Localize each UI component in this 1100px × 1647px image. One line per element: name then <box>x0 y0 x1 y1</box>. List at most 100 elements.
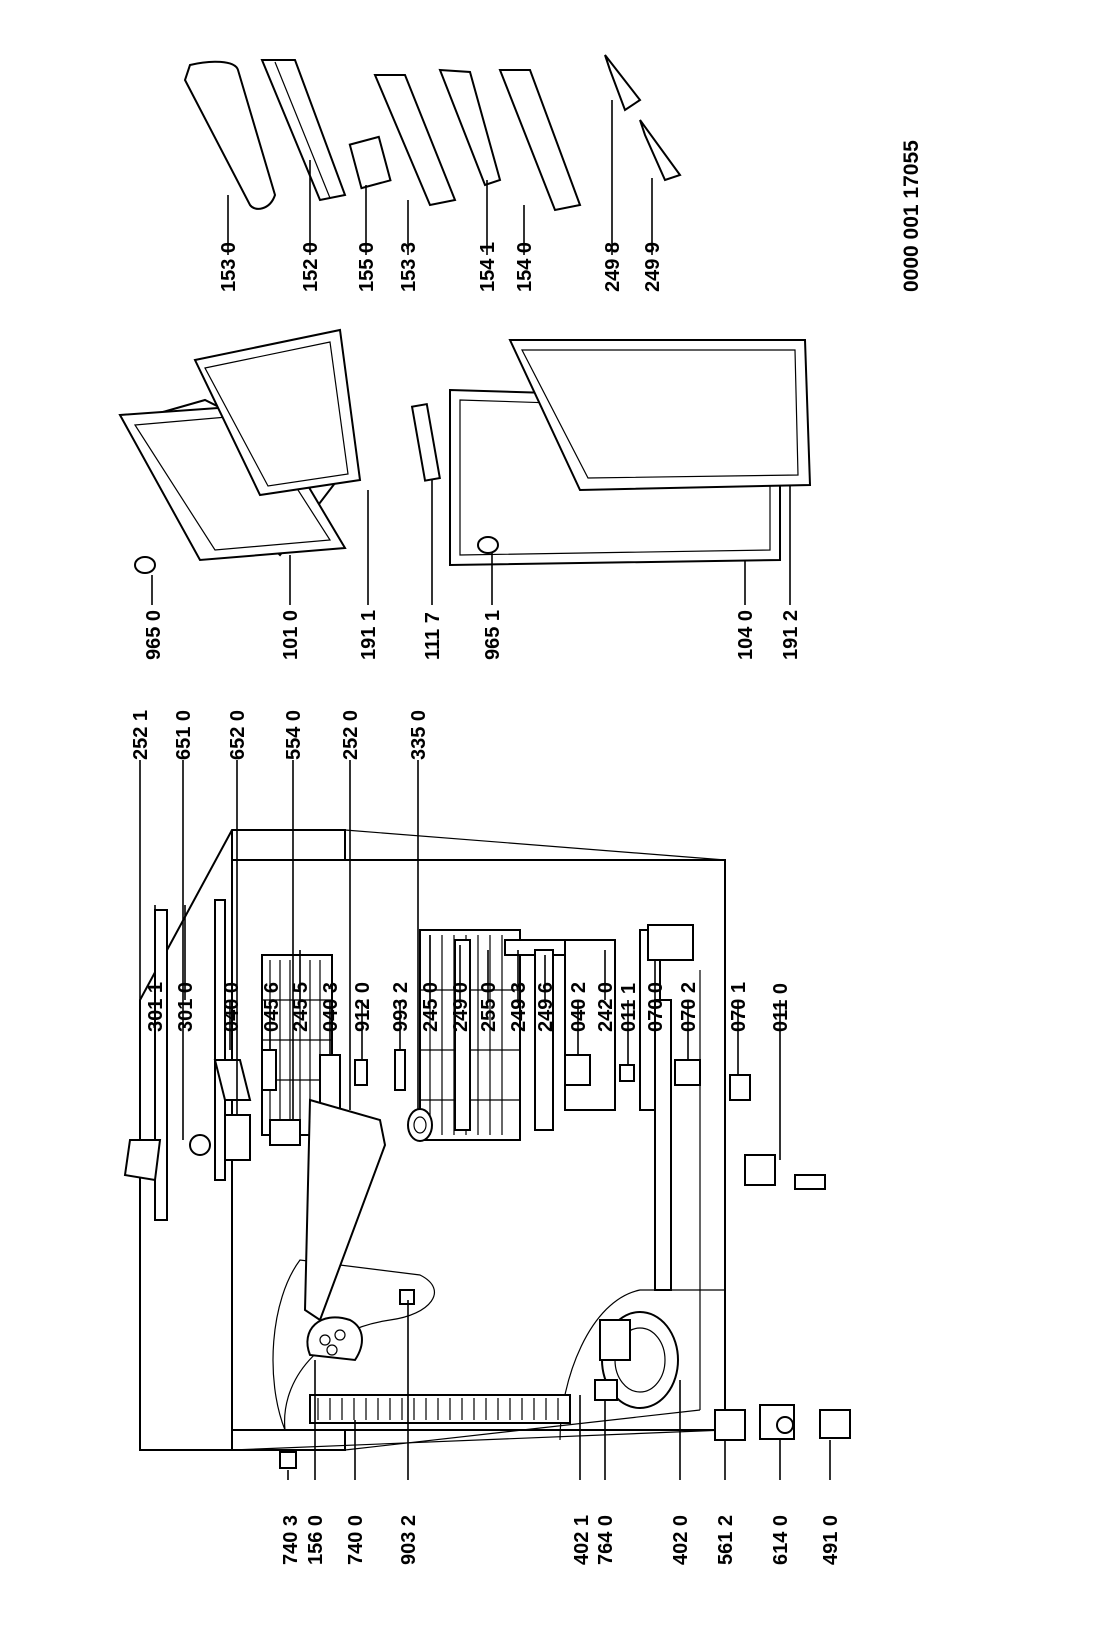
freezer-door-gasket <box>193 328 362 497</box>
label-6140: 614 0 <box>770 1515 792 1565</box>
label-1540: 154 0 <box>514 242 536 292</box>
label-3010: 301 0 <box>175 982 197 1032</box>
label-1010: 101 0 <box>280 610 302 660</box>
bracket-2498 <box>604 54 642 112</box>
part-1541 <box>438 68 502 187</box>
plug-9651 <box>477 536 499 554</box>
part-1117 <box>410 402 441 482</box>
label-7640: 764 0 <box>595 1515 617 1565</box>
part-4910 <box>819 1409 851 1439</box>
document-number: 0000 001 17055 <box>900 140 923 292</box>
freezer-door <box>118 398 347 574</box>
cabinet-interior <box>261 924 694 1141</box>
label-9120: 912 0 <box>352 982 374 1032</box>
label-9650: 965 0 <box>143 610 165 660</box>
bracket-2499 <box>639 119 682 182</box>
label-3011: 301 1 <box>145 982 167 1032</box>
part-0702 <box>674 1059 701 1086</box>
door-shelves <box>183 54 682 212</box>
label-0701: 070 1 <box>728 982 750 1032</box>
label-1520: 152 0 <box>300 242 322 292</box>
part-labels: 740 3 156 0 740 0 903 2 402 1 764 0 402 … <box>130 140 923 1565</box>
label-0702: 070 2 <box>678 982 700 1032</box>
label-1533: 153 3 <box>398 242 420 292</box>
label-4021: 402 1 <box>571 1515 593 1565</box>
label-2499: 249 9 <box>642 242 664 292</box>
label-5540: 554 0 <box>283 710 305 760</box>
label-9932: 993 2 <box>390 982 412 1032</box>
thermostat-housing <box>647 924 694 961</box>
shelf-1533 <box>373 74 457 207</box>
small-parts-right <box>213 1049 826 1190</box>
label-7403: 740 3 <box>280 1515 302 1565</box>
hinge-0400 <box>213 1059 252 1101</box>
label-2455: 245 5 <box>290 982 312 1032</box>
control-parts <box>123 1098 433 1322</box>
label-4910: 491 0 <box>820 1515 842 1565</box>
cover-2520 <box>303 1098 387 1322</box>
leader-lines <box>139 100 831 1480</box>
label-2498: 249 8 <box>602 242 624 292</box>
glass-shelf-c <box>534 949 554 1131</box>
label-1040: 104 0 <box>735 610 757 660</box>
label-0400: 040 0 <box>221 982 243 1032</box>
foot-0111 <box>619 1064 635 1082</box>
label-0402: 040 2 <box>568 982 590 1032</box>
label-0111: 011 1 <box>618 983 640 1032</box>
label-1117: 111 7 <box>422 612 444 660</box>
label-0456: 045 6 <box>261 982 283 1032</box>
part-7640 <box>594 1379 618 1401</box>
part-9932 <box>394 1049 406 1091</box>
part-6520 <box>224 1114 251 1161</box>
label-2450: 245 0 <box>420 982 442 1032</box>
shelf-1540 <box>498 69 582 212</box>
label-4020: 402 0 <box>670 1515 692 1565</box>
top-panel-strip <box>214 899 226 1181</box>
label-0110: 011 0 <box>770 983 792 1032</box>
glass-shelf-a <box>454 939 471 1131</box>
plinth-strip <box>654 999 672 1291</box>
part-0701 <box>729 1074 751 1101</box>
label-2521: 252 1 <box>130 710 152 760</box>
knob-3350 <box>407 1108 433 1142</box>
part-5612 <box>714 1409 746 1441</box>
egg-tray-1550 <box>348 135 392 190</box>
part-2521 <box>123 1139 162 1182</box>
label-6520: 652 0 <box>227 710 249 760</box>
shelf-1530 <box>183 60 277 210</box>
label-1911: 191 1 <box>358 610 380 660</box>
foot-0110 <box>794 1174 826 1190</box>
label-1530: 153 0 <box>218 242 240 292</box>
label-5612: 561 2 <box>715 1515 737 1565</box>
label-1560: 156 0 <box>305 1515 327 1565</box>
label-2490: 249 0 <box>450 982 472 1032</box>
label-0403: 040 3 <box>320 982 342 1032</box>
plug-9650 <box>134 556 156 574</box>
condenser-coil <box>309 1394 571 1424</box>
label-2493: 249 3 <box>508 982 530 1032</box>
part-9120 <box>354 1059 368 1086</box>
label-1912: 191 2 <box>780 610 802 660</box>
egg-tray-in-cabinet <box>306 1316 363 1362</box>
label-6510: 651 0 <box>173 710 195 760</box>
label-1550: 155 0 <box>356 242 378 292</box>
part-7403 <box>279 1451 297 1469</box>
label-9651: 965 1 <box>482 610 504 660</box>
label-3350: 335 0 <box>408 710 430 760</box>
compressor <box>599 1311 679 1409</box>
bracket-0110 <box>744 1154 776 1186</box>
label-0700: 070 0 <box>645 982 667 1032</box>
spring-5540 <box>269 1119 301 1146</box>
label-2420: 242 0 <box>595 982 617 1032</box>
pin-0456 <box>261 1049 277 1091</box>
shelf-1520 <box>260 59 347 202</box>
label-2496: 249 6 <box>535 982 557 1032</box>
small-parts-left <box>279 1289 851 1469</box>
label-7400: 740 0 <box>345 1515 367 1565</box>
label-2520: 252 0 <box>340 710 362 760</box>
bulb-6510 <box>189 1134 211 1156</box>
label-2550: 255 0 <box>478 982 500 1032</box>
fridge-door-gasket <box>508 339 812 492</box>
part-9032 <box>399 1289 415 1305</box>
